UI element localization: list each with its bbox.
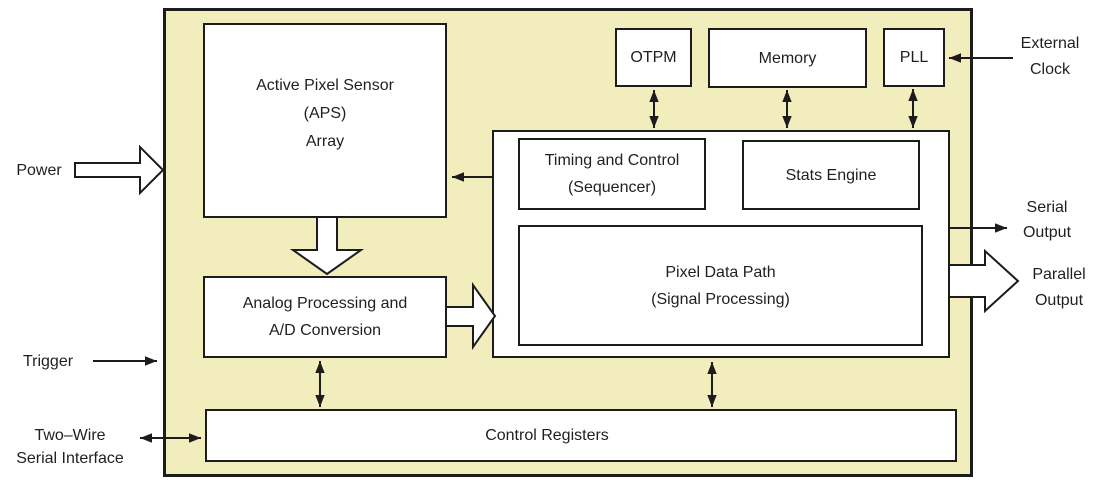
- timing-control-label-line2: (Sequencer): [567, 179, 657, 196]
- aps-array-block: Active Pixel Sensor (APS) Array: [203, 23, 447, 218]
- external-clock-label: External Clock: [1000, 31, 1100, 83]
- two-wire-serial-interface-label: Two–Wire Serial Interface: [0, 424, 140, 470]
- aps-array-label-line2: (APS): [303, 104, 347, 122]
- analog-processing-label-line1: Analog Processing and: [242, 295, 408, 312]
- timing-control-label-line1: Timing and Control: [544, 152, 680, 169]
- otpm-label: OTPM: [630, 49, 677, 66]
- pll-block: PLL: [883, 28, 945, 87]
- parallel-output-label-line2: Output: [1034, 292, 1084, 309]
- serial-output-label-line2: Output: [1022, 224, 1072, 241]
- serial-output-label-line1: Serial: [1026, 199, 1068, 216]
- memory-label: Memory: [758, 49, 817, 67]
- two-wire-label-line2: Serial Interface: [16, 450, 124, 467]
- memory-block: Memory: [708, 28, 867, 88]
- pixel-data-path-block: Pixel Data Path (Signal Processing): [518, 225, 923, 346]
- parallel-output-label: Parallel Output: [1009, 262, 1100, 314]
- aps-array-label-line1: Active Pixel Sensor: [256, 76, 394, 94]
- otpm-block: OTPM: [615, 28, 692, 87]
- pixel-data-path-label-line1: Pixel Data Path: [665, 263, 776, 281]
- aps-array-label-line3: Array: [305, 132, 345, 150]
- pixel-data-path-label-line2: (Signal Processing): [651, 290, 790, 308]
- external-clock-label-line2: Clock: [1029, 61, 1070, 78]
- control-registers-block: Control Registers: [205, 409, 957, 462]
- external-clock-label-line1: External: [1020, 35, 1080, 52]
- power-label: Power: [16, 162, 62, 179]
- analog-processing-block: Analog Processing and A/D Conversion: [203, 276, 447, 358]
- power-arrow: [74, 144, 165, 196]
- trigger-label: Trigger: [22, 353, 74, 370]
- control-registers-label: Control Registers: [485, 427, 609, 444]
- two-wire-label-line1: Two–Wire: [34, 427, 106, 444]
- parallel-output-label-line1: Parallel: [1032, 266, 1086, 283]
- stats-engine-block: Stats Engine: [742, 140, 920, 210]
- analog-processing-label-line2: A/D Conversion: [268, 322, 382, 339]
- pll-label: PLL: [899, 49, 929, 66]
- timing-control-block: Timing and Control (Sequencer): [518, 138, 706, 210]
- stats-engine-label: Stats Engine: [785, 166, 877, 184]
- serial-output-label: Serial Output: [997, 195, 1097, 245]
